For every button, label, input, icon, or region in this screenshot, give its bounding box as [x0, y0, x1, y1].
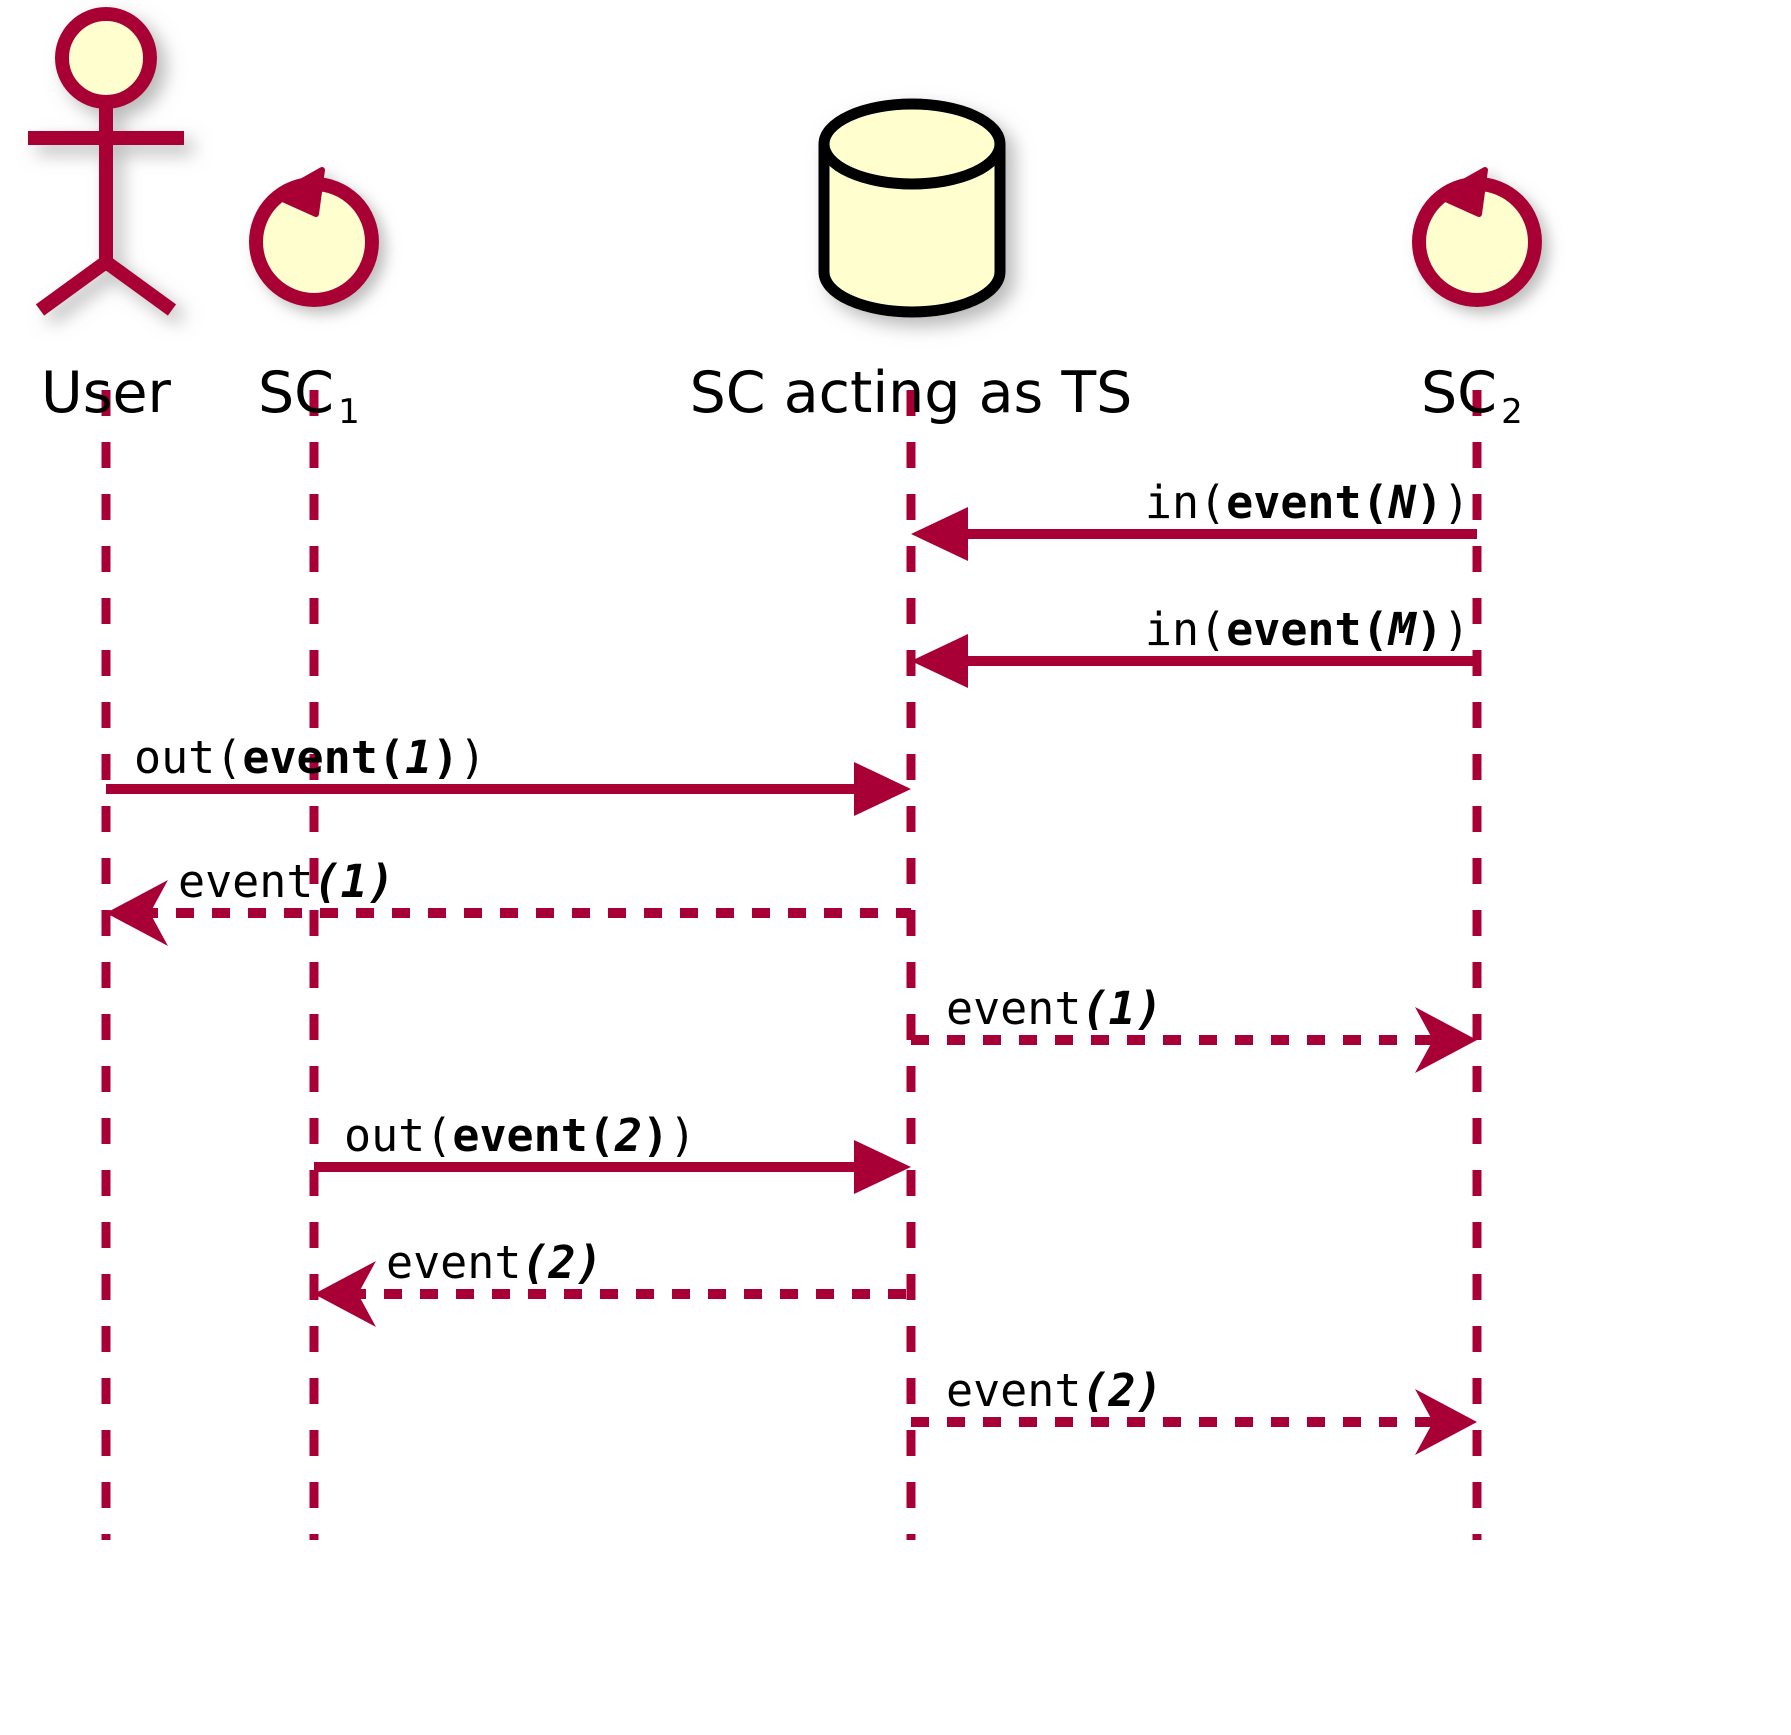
participant-ts[interactable] [818, 98, 1006, 318]
participant-label-sc2: SC [1421, 360, 1497, 426]
message-1[interactable]: in(event(N)) [911, 476, 1477, 561]
arrowhead-filled-left [911, 507, 968, 561]
database-cylinder-icon [818, 98, 1006, 318]
message-label: event(2) [946, 1364, 1163, 1417]
message-2[interactable]: in(event(M)) [911, 603, 1477, 688]
arrowhead-open-left [106, 880, 168, 946]
message-label: event(1) [178, 855, 395, 908]
participant-label-user: User [41, 360, 171, 426]
message-3[interactable]: out(event(1)) [106, 731, 911, 816]
message-label: in(event(M)) [1145, 603, 1470, 656]
message-8[interactable]: event(2) [911, 1364, 1477, 1455]
arrowhead-filled-left [911, 634, 968, 688]
message-label: in(event(N)) [1145, 476, 1470, 529]
participant-label-sc1: SC [258, 360, 334, 426]
message-6[interactable]: out(event(2)) [314, 1109, 911, 1194]
control-arrow-icon [1436, 167, 1488, 217]
arrowhead-filled-right [854, 762, 911, 816]
message-label: event(1) [946, 982, 1163, 1035]
message-7[interactable]: event(2) [314, 1236, 911, 1327]
arrowhead-open-left [314, 1261, 376, 1327]
message-label: event(2) [386, 1236, 603, 1289]
arrowhead-filled-right [854, 1140, 911, 1194]
arrowhead-open-right [1415, 1389, 1477, 1455]
participant-sc1[interactable] [249, 167, 379, 307]
lifelines-group [101, 390, 1482, 1540]
actor-stick-figure-icon [55, 7, 157, 109]
message-label: out(event(2)) [344, 1109, 696, 1162]
control-arrow-icon [273, 167, 325, 217]
participant-labels-group: User SC 1 SC acting as TS SC 2 [41, 360, 1523, 432]
message-5[interactable]: event(1) [911, 982, 1477, 1073]
message-label: out(event(1)) [134, 731, 486, 784]
participant-sublabel-sc2: 2 [1501, 392, 1523, 432]
participant-sublabel-sc1: 1 [338, 392, 360, 432]
participant-sc2[interactable] [1412, 167, 1542, 307]
participant-user[interactable] [28, 7, 184, 316]
arrowhead-open-right [1415, 1007, 1477, 1073]
message-4[interactable]: event(1) [106, 855, 911, 946]
participant-label-ts: SC acting as TS [690, 360, 1133, 426]
database-cylinder-top-arc [818, 143, 1006, 190]
